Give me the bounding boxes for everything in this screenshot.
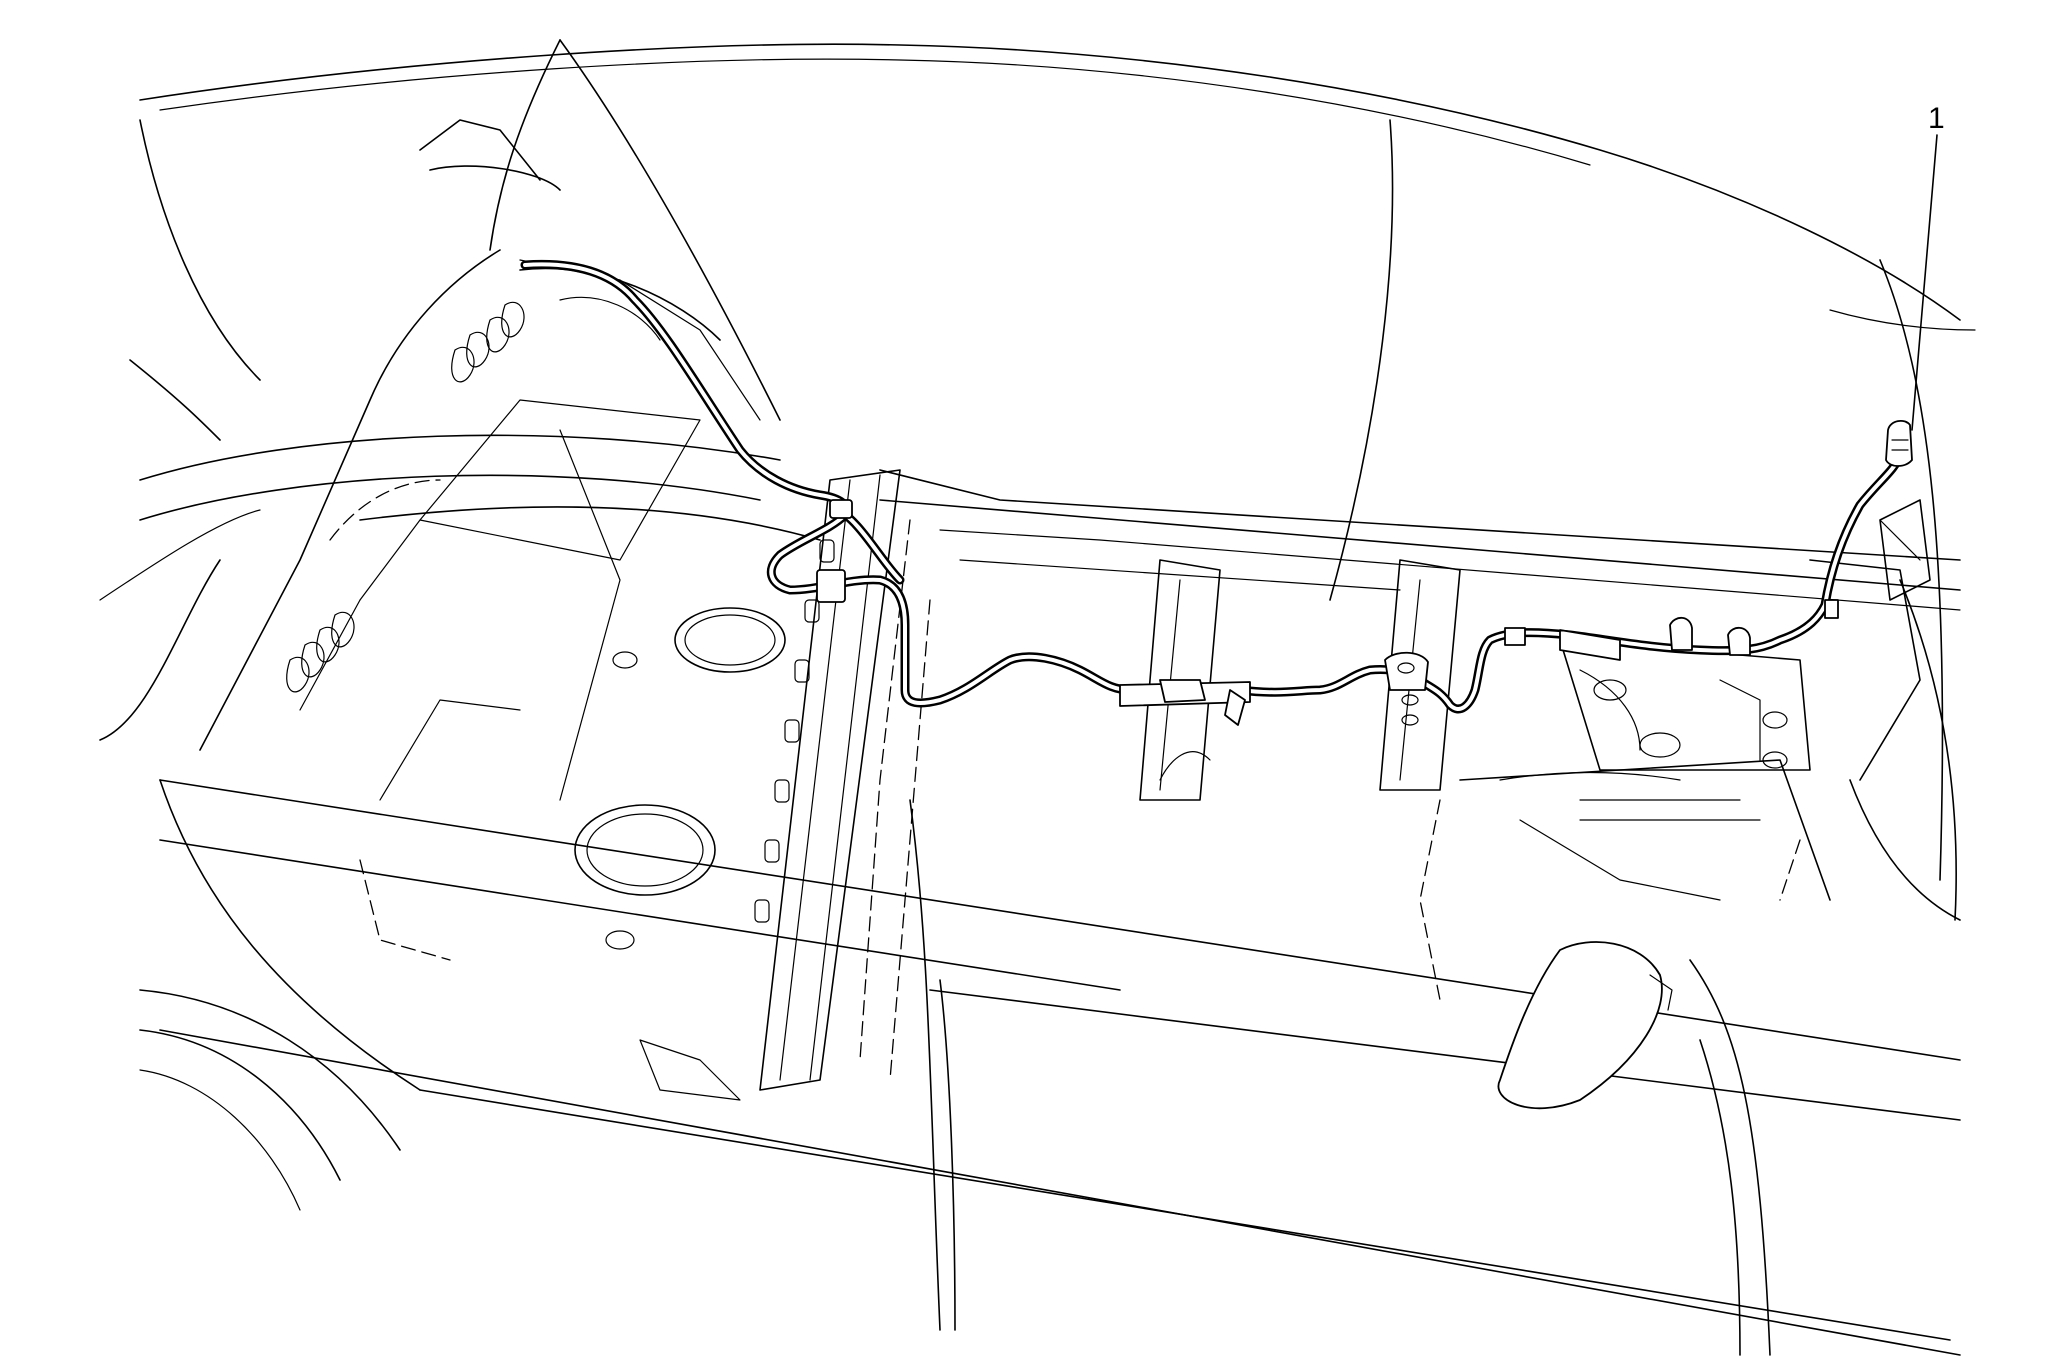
callout-1: 1 xyxy=(1911,102,1945,431)
wiring-harness xyxy=(520,259,1905,714)
harness-connector xyxy=(1885,419,1913,467)
callout-1-leader-line xyxy=(1911,134,1938,431)
vehicle-body-outline xyxy=(99,39,1976,1356)
harness-clips xyxy=(816,499,1839,726)
callout-1-label: 1 xyxy=(1928,102,1945,135)
floor-pan-structure xyxy=(199,119,1961,1101)
